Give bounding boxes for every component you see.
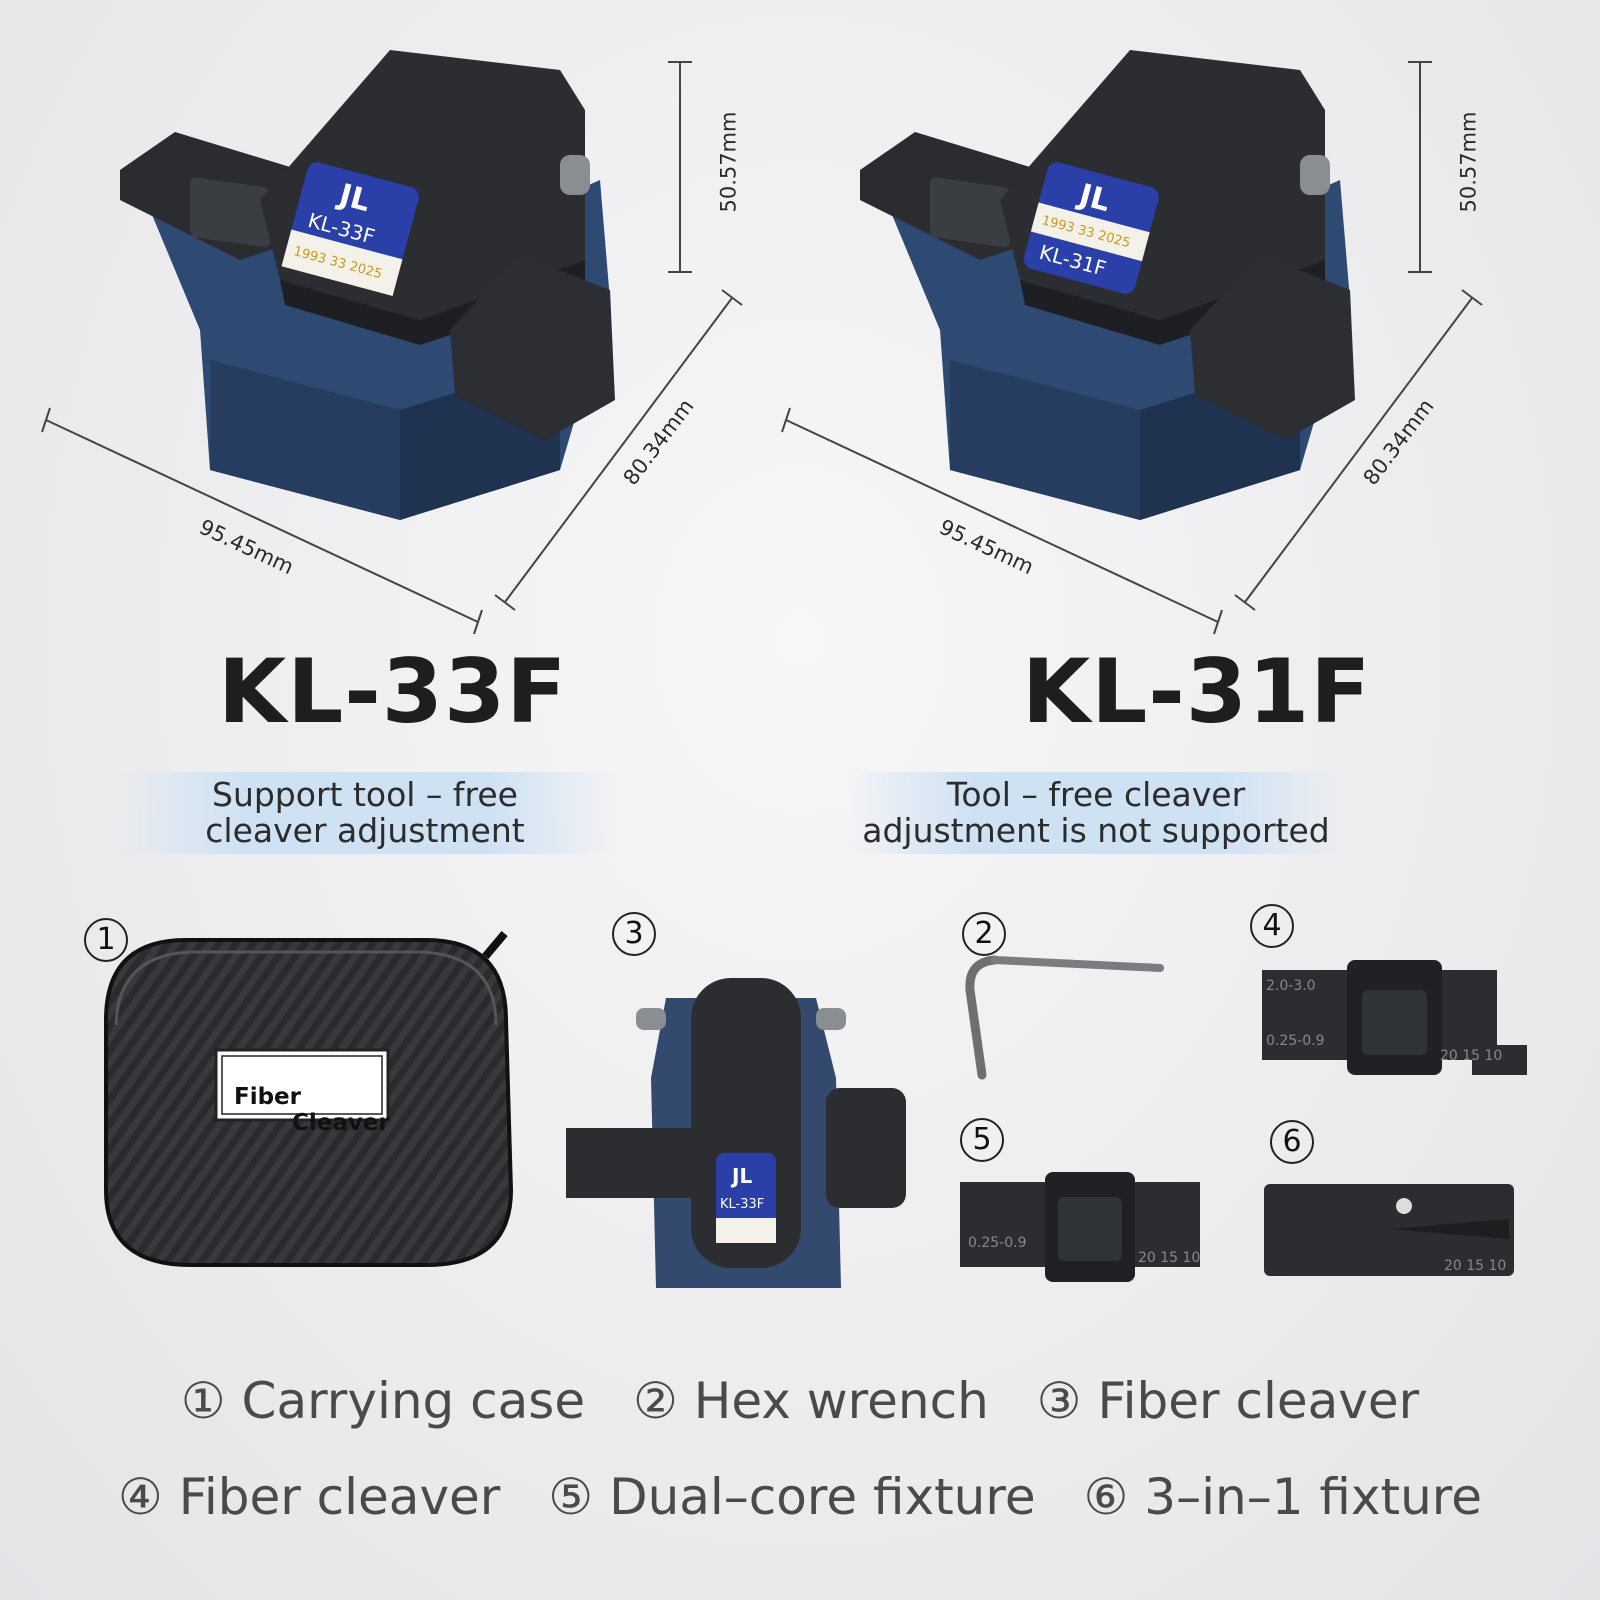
item-number-6: 6 — [1270, 1120, 1314, 1164]
kl31f-feature-line1: Tool – free cleaver — [946, 775, 1246, 814]
item-number-1: 1 — [84, 918, 128, 962]
cleaver-kl31f-image: JL 1993 33 2025 KL-31F — [781, 50, 1483, 635]
kl31f-title: KL-31F — [1022, 640, 1372, 743]
case-label-line1: Fiber — [234, 1084, 302, 1110]
fixture-5-label: 0.25-0.9 — [968, 1235, 1027, 1251]
legend-row-2: ④ Fiber cleaver ⑤ Dual–core fixture ⑥ 3–… — [0, 1468, 1600, 1526]
cleaver-front-model: KL-33F — [720, 1197, 764, 1212]
kl33f-height-dim: 50.57mm — [716, 111, 741, 213]
fixture-6-scale: 20 15 10 — [1444, 1258, 1506, 1274]
legend-dual-core-fixture: ⑤ Dual–core fixture — [548, 1468, 1036, 1526]
kl33f-feature-line1: Support tool – free — [212, 775, 518, 814]
fiber-cleaver-front-image: JL KL-33F — [566, 978, 906, 1288]
kl31f-feature-line2: adjustment is not supported — [862, 811, 1330, 850]
fixture-4-scale: 20 15 10 — [1440, 1048, 1502, 1064]
legend-3in1-fixture: ⑥ 3–in–1 fixture — [1083, 1468, 1483, 1526]
carrying-case-image — [104, 930, 514, 1267]
item-number-4: 4 — [1250, 904, 1294, 948]
kl33f-feature-line2: cleaver adjustment — [205, 811, 525, 850]
fixture-4-image: 2.0-3.0 0.25-0.9 20 15 10 — [1262, 960, 1527, 1075]
item-number-3: 3 — [612, 912, 656, 956]
cleaver-front-logo: JL — [730, 1164, 752, 1188]
fixture-5-scale: 20 15 10 — [1138, 1250, 1200, 1266]
kl33f-feature: Support tool – free cleaver adjustment — [115, 772, 615, 854]
kl31f-feature: Tool – free cleaver adjustment is not su… — [846, 772, 1346, 854]
hex-wrench-image — [965, 955, 1164, 1080]
fixture-6-image: 20 15 10 — [1264, 1184, 1514, 1276]
fixture-4-bottom-label: 0.25-0.9 — [1266, 1033, 1325, 1049]
fixture-5-image: 0.25-0.9 20 15 10 — [960, 1172, 1200, 1282]
fixture-4-top-label: 2.0-3.0 — [1266, 978, 1316, 994]
kl33f-title: KL-33F — [218, 640, 568, 743]
legend-hex-wrench: ② Hex wrench — [633, 1372, 989, 1430]
item-number-2: 2 — [962, 912, 1006, 956]
legend-carrying-case: ① Carrying case — [180, 1372, 586, 1430]
cleaver-kl33f-image: JL KL-33F 1993 33 2025 — [41, 50, 743, 635]
legend-fiber-cleaver-2: ④ Fiber cleaver — [117, 1468, 501, 1526]
kl31f-height-dim: 50.57mm — [1456, 111, 1481, 213]
case-label-line2: Cleaver — [292, 1110, 390, 1136]
item-number-5: 5 — [960, 1118, 1004, 1162]
legend-fiber-cleaver: ③ Fiber cleaver — [1036, 1372, 1420, 1430]
legend-row-1: ① Carrying case ② Hex wrench ③ Fiber cle… — [0, 1372, 1600, 1430]
